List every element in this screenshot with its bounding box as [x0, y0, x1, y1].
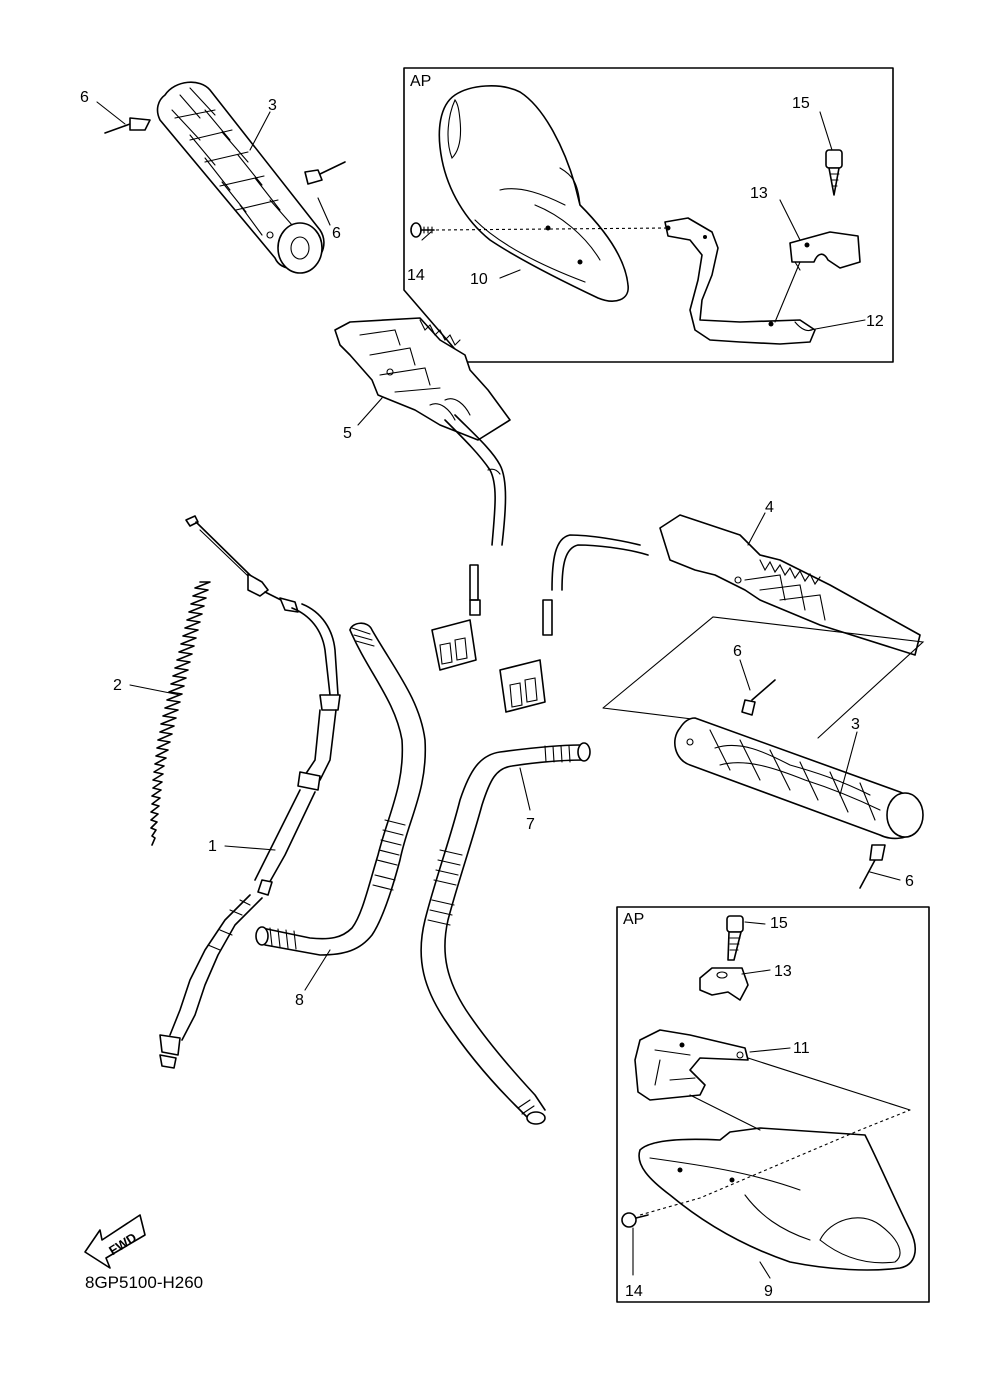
callout-8: 8 [295, 992, 304, 1009]
hand-guard-10 [438, 85, 629, 302]
grip-heater-4 [659, 514, 921, 656]
fwd-arrow: FWD [84, 1214, 146, 1269]
grip-3-top [156, 81, 325, 274]
leader-bracket-guard [689, 1057, 911, 1131]
accessory-box-top: AP [403, 67, 894, 363]
projection-lines [602, 616, 925, 739]
box-bottom-label: AP [623, 911, 644, 928]
callout-13: 13 [774, 963, 792, 980]
bolt-15-top [825, 149, 843, 196]
hose-7 [420, 742, 591, 1125]
accessory-box-bottom: AP [616, 906, 930, 1303]
callout-3: 3 [851, 716, 860, 733]
pin-6-top-right [304, 161, 346, 185]
throttle-cable-1 [159, 515, 341, 1069]
callout-6: 6 [80, 89, 89, 106]
bracket-11 [634, 1029, 749, 1101]
callout-1: 1 [208, 838, 217, 855]
callout-10: 10 [470, 271, 488, 288]
callout-13: 13 [750, 185, 768, 202]
heater-5-cable [431, 414, 507, 671]
callout-5: 5 [343, 425, 352, 442]
box-top-outline [403, 67, 894, 363]
heater-4-cable [499, 534, 649, 713]
callout-9: 9 [764, 1283, 773, 1300]
callout-6: 6 [733, 643, 742, 660]
grip-heater-5 [334, 317, 511, 441]
hose-8 [255, 622, 427, 956]
callout-numbers: 6 3 6 15 13 14 10 12 5 4 2 6 3 7 1 6 15 … [80, 89, 914, 1300]
callout-14: 14 [407, 267, 425, 284]
callout-11: 11 [793, 1040, 810, 1057]
callout-2: 2 [113, 677, 122, 694]
callout-15: 15 [792, 95, 810, 112]
clamp-13-top [789, 231, 861, 271]
bracket-12 [664, 217, 816, 345]
callout-12: 12 [866, 313, 884, 330]
box-bottom-outline [616, 906, 930, 1303]
box-top-label: AP [410, 73, 431, 90]
pin-6-top-left [104, 117, 151, 134]
leader-lines [96, 101, 901, 1279]
callout-14: 14 [625, 1283, 643, 1300]
callout-3: 3 [268, 97, 277, 114]
callout-15: 15 [770, 915, 788, 932]
clamp-13-bottom [699, 967, 749, 1001]
bolt-15-bottom [726, 915, 744, 961]
screw-14-bottom [621, 1212, 649, 1228]
callout-7: 7 [526, 816, 535, 833]
spring-2 [150, 581, 211, 846]
pin-6-bottom [859, 844, 886, 889]
pin-6-mid [741, 679, 776, 716]
leader-dashed-bottom [639, 1109, 911, 1216]
leader-dashed-top [435, 227, 669, 231]
screw-14-top [410, 222, 435, 238]
callout-4: 4 [765, 499, 774, 516]
hand-guard-9 [638, 1127, 916, 1271]
callout-6: 6 [332, 225, 341, 242]
grip-3-bottom [674, 717, 924, 840]
leader-12-13 [774, 261, 801, 323]
diagram-code: 8GP5100-H260 [85, 1273, 203, 1292]
callout-6: 6 [905, 873, 914, 890]
